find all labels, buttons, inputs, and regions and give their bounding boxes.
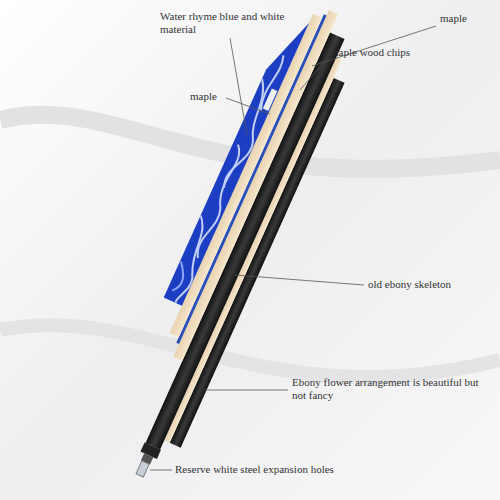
leader-line xyxy=(226,98,270,114)
leader-line xyxy=(235,275,364,285)
leader-line xyxy=(230,38,247,135)
logo-sticker xyxy=(263,89,277,112)
part-label: old ebony skeleton xyxy=(368,278,451,291)
leader-line xyxy=(204,390,288,391)
leader-line xyxy=(150,470,172,471)
cue-layers xyxy=(93,0,369,486)
part-label: maple xyxy=(190,90,217,103)
blue-marble-wedge xyxy=(164,15,309,306)
part-label: Reserve white steel expansion holes xyxy=(175,463,334,476)
steel-pin xyxy=(136,461,149,477)
leader-line xyxy=(312,26,436,66)
fabric-fold xyxy=(0,325,500,377)
leader-line xyxy=(300,60,326,90)
part-label: Water rhyme blue and white material xyxy=(160,10,300,36)
blue-veneer xyxy=(176,14,326,344)
part-label: maple wood chips xyxy=(330,46,410,59)
leader-lines xyxy=(150,26,436,470)
maple-strip xyxy=(173,10,338,361)
part-label: maple xyxy=(440,12,467,25)
part-label: Ebony flower arrangement is beautiful bu… xyxy=(292,376,492,402)
maple-strip xyxy=(170,14,323,337)
